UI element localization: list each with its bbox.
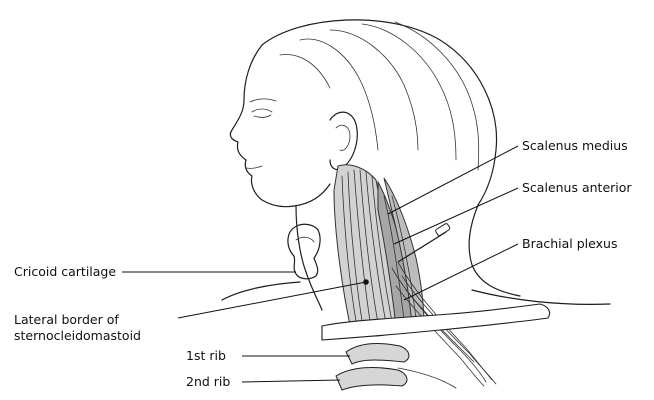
label-second-rib: 2nd rib <box>186 374 230 389</box>
label-first-rib: 1st rib <box>186 348 226 363</box>
labels: Scalenus medius Scalenus anterior Brachi… <box>14 138 632 389</box>
first-rib <box>346 344 409 364</box>
label-brachial-plexus: Brachial plexus <box>522 236 617 251</box>
lateral-border-point <box>363 279 369 285</box>
second-rib <box>336 368 407 390</box>
label-lateral-border-line2: sternocleidomastoid <box>14 328 141 343</box>
label-cricoid-cartilage: Cricoid cartilage <box>14 264 116 279</box>
label-scalenus-anterior: Scalenus anterior <box>522 180 632 195</box>
label-lateral-border-line1: Lateral border of <box>14 312 119 327</box>
label-scalenus-medius: Scalenus medius <box>522 138 628 153</box>
